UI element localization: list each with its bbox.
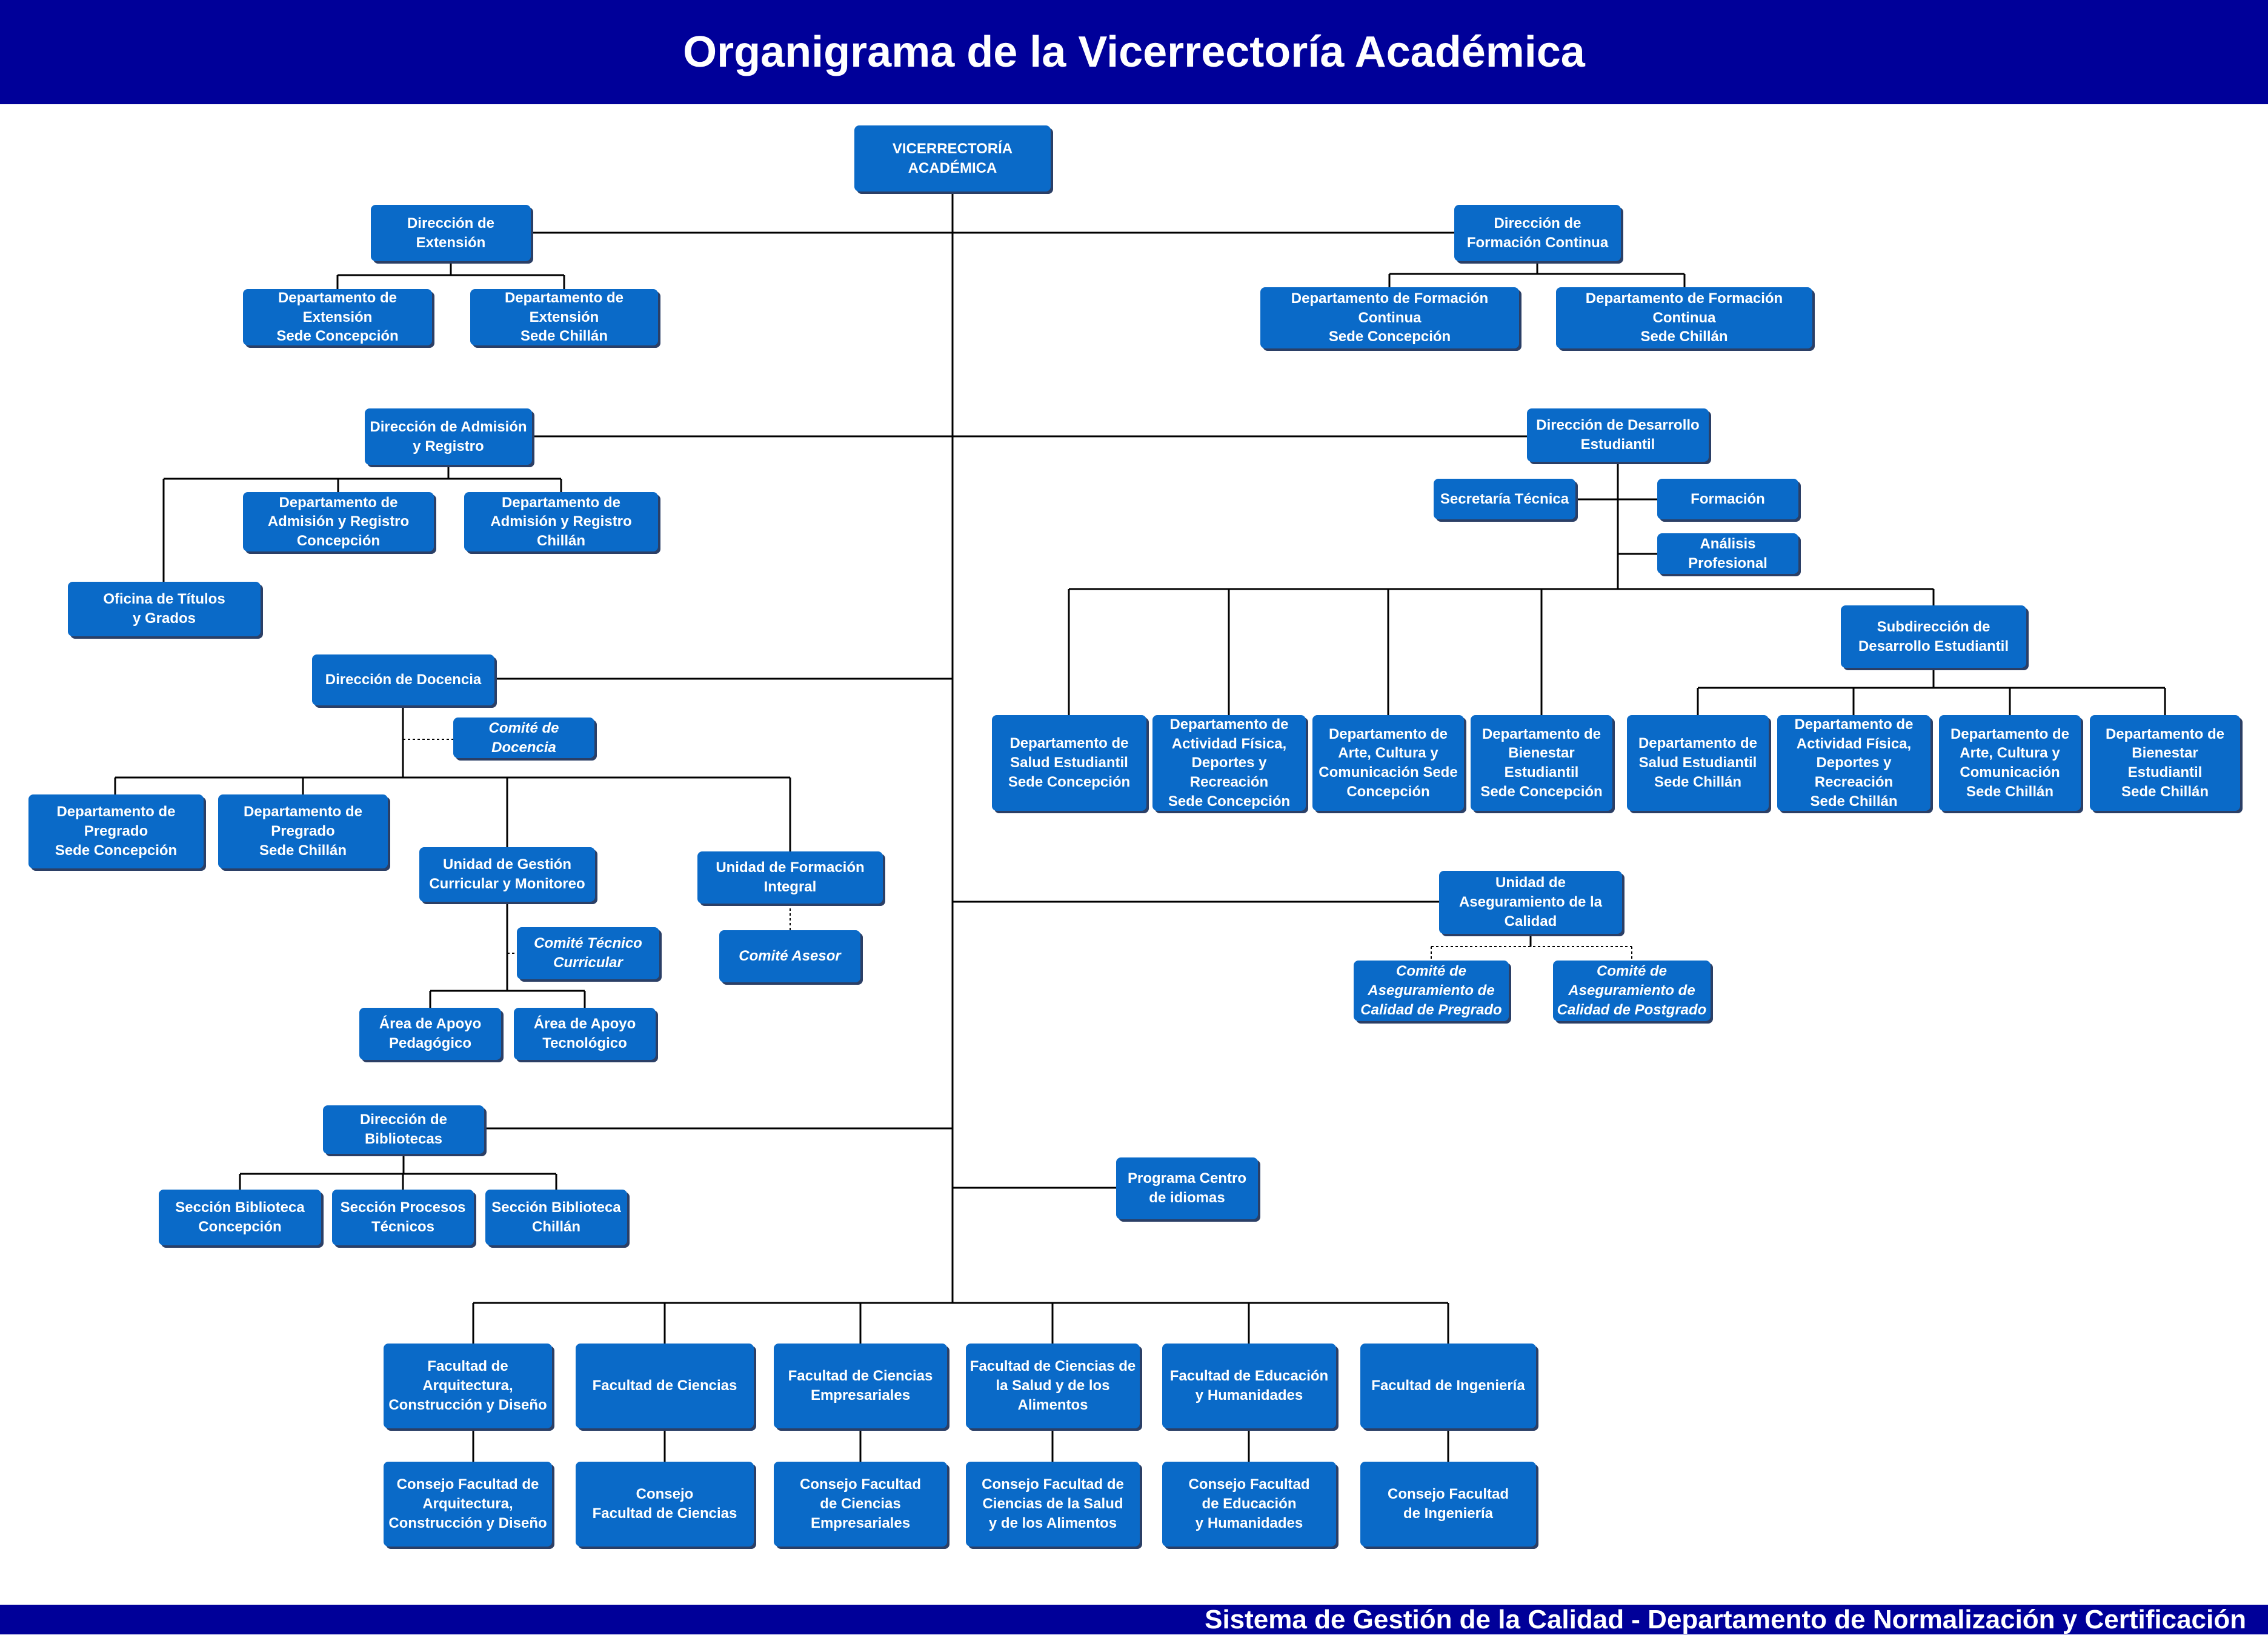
node-programa-idiomas[interactable]: Programa Centro de idiomas [1116,1157,1258,1219]
node-dept-arte-concepcion[interactable]: Departamento de Arte, Cultura y Comunica… [1312,715,1464,811]
node-dir-bibliotecas[interactable]: Dirección de Bibliotecas [323,1105,484,1154]
node-area-apoyo-pedagogico[interactable]: Área de Apoyo Pedagógico [359,1008,501,1060]
node-dept-adm-concepcion[interactable]: Departamento de Admisión y Registro Conc… [243,492,434,551]
node-fac-ciencias[interactable]: Facultad de Ciencias [576,1344,754,1428]
node-seccion-bib-chillan[interactable]: Sección Biblioteca Chillán [485,1190,627,1245]
node-seccion-bib-concepcion[interactable]: Sección Biblioteca Concepción [159,1190,321,1245]
node-area-apoyo-tecnologico[interactable]: Área de Apoyo Tecnológico [514,1008,656,1060]
node-unidad-gestion-curricular[interactable]: Unidad de Gestión Curricular y Monitoreo [419,847,595,902]
node-dir-desarrollo-estudiantil[interactable]: Dirección de Desarrollo Estudiantil [1527,408,1709,462]
node-fac-salud-alimentos[interactable]: Facultad de Ciencias de la Salud y de lo… [966,1344,1140,1428]
node-dept-pregrado-chillan[interactable]: Departamento de Pregrado Sede Chillán [218,794,388,868]
node-dept-ext-concepcion[interactable]: Departamento de Extensión Sede Concepció… [243,289,432,345]
node-dept-pregrado-concepcion[interactable]: Departamento de Pregrado Sede Concepción [28,794,204,868]
node-dept-adm-chillan[interactable]: Departamento de Admisión y Registro Chil… [464,492,658,551]
node-dept-arte-chillan[interactable]: Departamento de Arte, Cultura y Comunica… [1939,715,2081,811]
node-subdir-desarrollo[interactable]: Subdirección de Desarrollo Estudiantil [1841,605,2026,668]
node-comite-aseg-postgrado[interactable]: Comité de Aseguramiento de Calidad de Po… [1553,961,1711,1021]
node-dir-formacion-continua[interactable]: Dirección de Formación Continua [1454,205,1621,261]
node-comite-docencia[interactable]: Comité de Docencia [453,718,594,758]
node-comite-asesor[interactable]: Comité Asesor [719,930,860,982]
node-formacion[interactable]: Formación [1657,479,1798,519]
node-dept-salud-concepcion[interactable]: Departamento de Salud Estudiantil Sede C… [992,715,1146,811]
node-dept-fc-chillan[interactable]: Departamento de Formación Continua Sede … [1556,287,1812,348]
node-dept-bienestar-concepcion[interactable]: Departamento de Bienestar Estudiantil Se… [1471,715,1612,811]
node-fac-arquitectura[interactable]: Facultad de Arquitectura, Construcción y… [384,1344,552,1428]
node-dept-ext-chillan[interactable]: Departamento de Extensión Sede Chillán [470,289,658,345]
node-fac-empresariales[interactable]: Facultad de Ciencias Empresariales [774,1344,947,1428]
node-dept-actividad-chillan[interactable]: Departamento de Actividad Física, Deport… [1777,715,1930,811]
node-comite-tecnico-curricular[interactable]: Comité Técnico Curricular [517,927,659,979]
node-dir-docencia[interactable]: Dirección de Docencia [312,654,494,705]
page-title: Organigrama de la Vicerrectoría Académic… [0,0,2268,104]
node-consejo-arquitectura[interactable]: Consejo Facultad de Arquitectura, Constr… [384,1462,552,1547]
node-consejo-ingenieria[interactable]: Consejo Facultad de Ingeniería [1360,1462,1536,1547]
node-secretaria-tecnica[interactable]: Secretaría Técnica [1434,479,1575,519]
node-fac-educacion[interactable]: Facultad de Educación y Humanidades [1162,1344,1336,1428]
node-dept-bienestar-chillan[interactable]: Departamento de Bienestar Estudiantil Se… [2090,715,2240,811]
node-consejo-empresariales[interactable]: Consejo Facultad de Ciencias Empresarial… [774,1462,947,1547]
node-consejo-salud-alimentos[interactable]: Consejo Facultad de Ciencias de la Salud… [966,1462,1140,1547]
node-dir-admision[interactable]: Dirección de Admisión y Registro [365,408,532,465]
node-dir-extension[interactable]: Dirección de Extensión [371,205,531,261]
node-analisis-profesional[interactable]: Análisis Profesional [1657,533,1798,574]
node-consejo-educacion[interactable]: Consejo Facultad de Educación y Humanida… [1162,1462,1336,1547]
node-dept-fc-concepcion[interactable]: Departamento de Formación Continua Sede … [1260,287,1519,348]
node-dept-salud-chillan[interactable]: Departamento de Salud Estudiantil Sede C… [1627,715,1769,811]
node-unidad-formacion-integral[interactable]: Unidad de Formación Integral [697,851,883,904]
node-unidad-aseguramiento[interactable]: Unidad de Aseguramiento de la Calidad [1439,871,1622,934]
node-vicerrectoria[interactable]: VICERRECTORÍA ACADÉMICA [854,125,1051,191]
node-fac-ingenieria[interactable]: Facultad de Ingeniería [1360,1344,1536,1428]
footer-text: Sistema de Gestión de la Calidad - Depar… [0,1605,2268,1634]
node-dept-actividad-concepcion[interactable]: Departamento de Actividad Física, Deport… [1152,715,1306,811]
node-comite-aseg-pregrado[interactable]: Comité de Aseguramiento de Calidad de Pr… [1354,961,1509,1021]
node-consejo-ciencias[interactable]: Consejo Facultad de Ciencias [576,1462,754,1547]
node-seccion-procesos-tecnicos[interactable]: Sección Procesos Técnicos [332,1190,474,1245]
node-oficina-titulos[interactable]: Oficina de Títulos y Grados [68,582,261,636]
